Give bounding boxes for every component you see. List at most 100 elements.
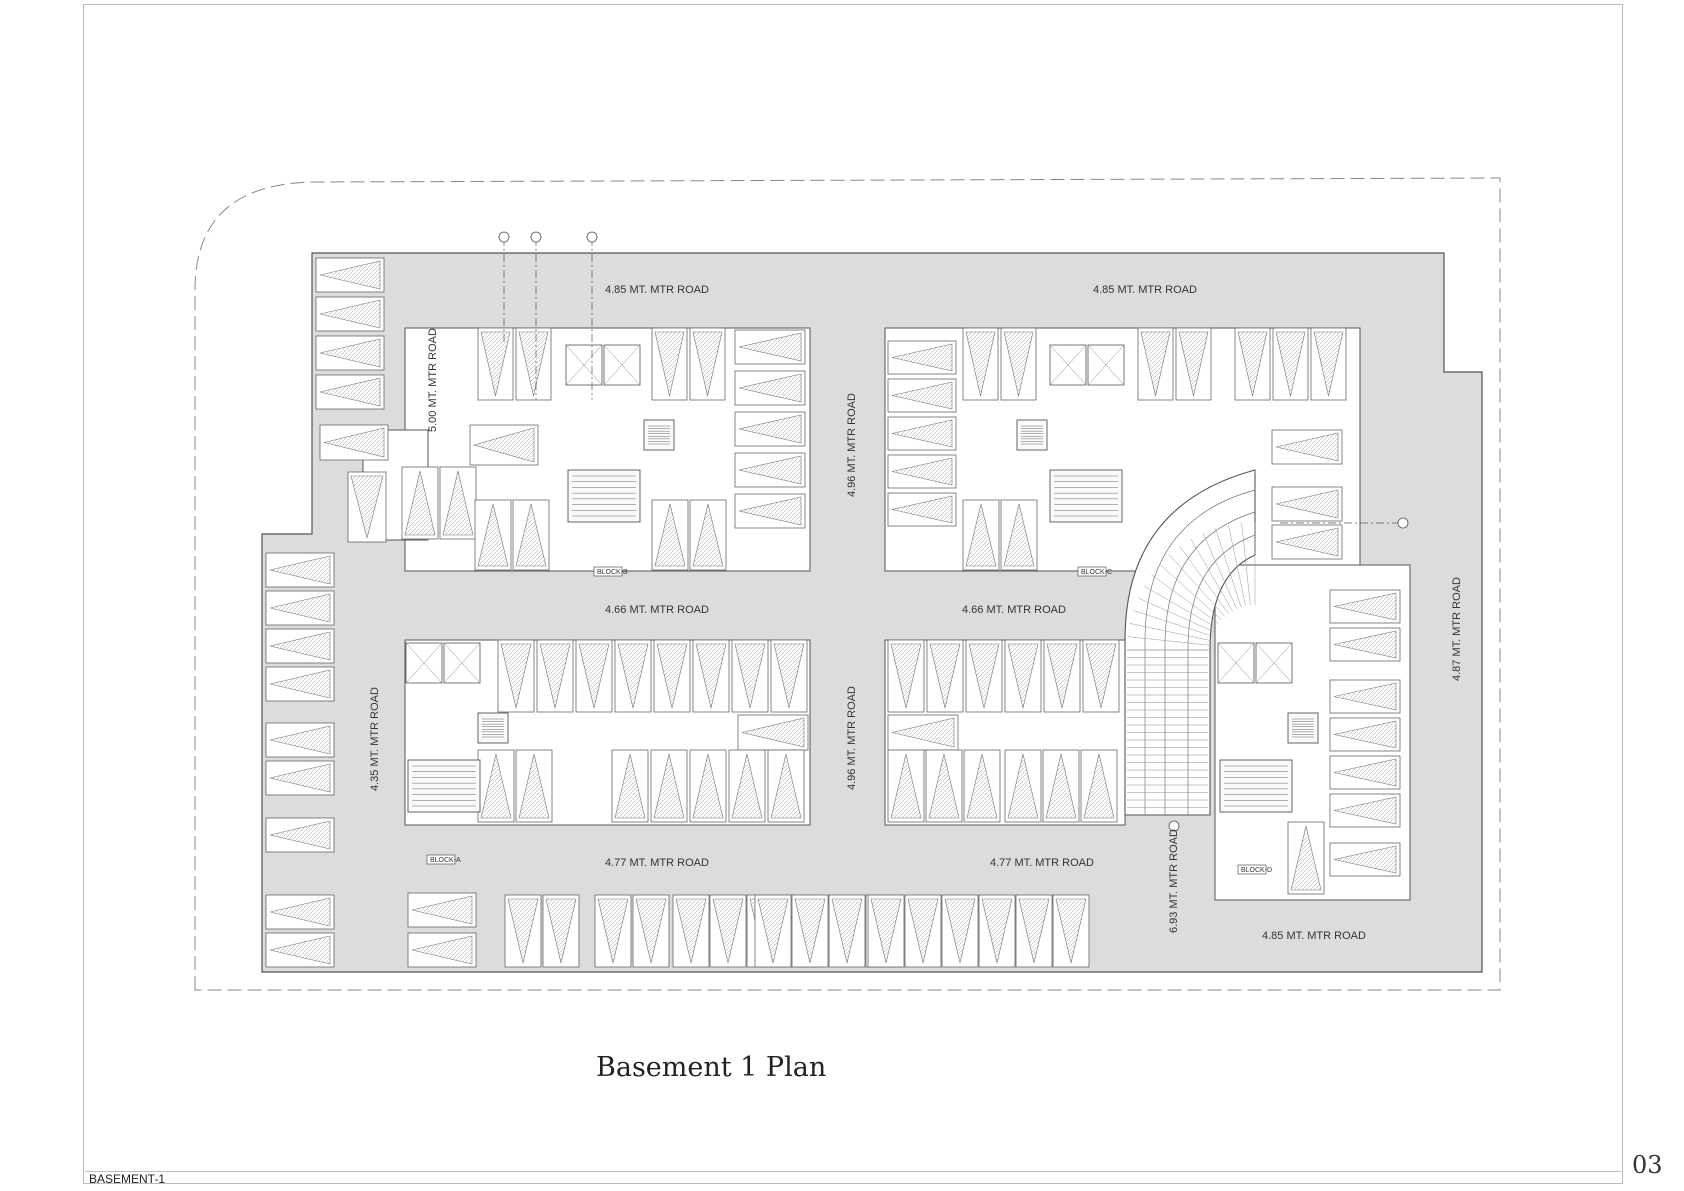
- parking-slot-marker: [635, 898, 667, 964]
- parking-slot-marker: [518, 753, 550, 819]
- road-label-bottom-left: 4.77 MT. MTR ROAD: [605, 857, 709, 869]
- plan-title: Basement 1 Plan: [596, 1052, 827, 1083]
- parking-slot-marker: [500, 643, 532, 709]
- ramp-tick: [1228, 524, 1246, 607]
- parking-slot-marker: [981, 898, 1013, 964]
- parking-slot-marker: [1140, 331, 1171, 397]
- parking-slot-marker: [907, 898, 939, 964]
- block-tag-c: BLOCK-C: [1081, 569, 1112, 576]
- road-label-4-87: 4.87 MT. MTR ROAD: [1451, 577, 1463, 681]
- parking-slot-marker: [269, 555, 331, 585]
- parking-slot-marker: [480, 753, 512, 819]
- block-tag-d-frame: [1237, 864, 1267, 875]
- sheet-label: BASEMENT-1: [89, 1172, 166, 1186]
- parking-slot-marker: [891, 717, 955, 748]
- parking-slot-marker: [890, 753, 922, 819]
- stair-core: [1049, 469, 1123, 523]
- parking-slot-marker: [944, 898, 976, 964]
- road-label-4-85-bottom: 4.85 MT. MTR ROAD: [1262, 930, 1366, 942]
- parking-slot-marker: [539, 643, 571, 709]
- parking-slot-marker: [1333, 682, 1397, 711]
- parking-slot-marker: [411, 895, 473, 925]
- parking-slot-marker: [890, 643, 922, 709]
- parking-slot-marker: [1003, 503, 1035, 567]
- parking-slot-marker: [518, 331, 549, 397]
- parking-slot-marker: [1007, 643, 1039, 709]
- parking-slot-marker: [675, 898, 707, 964]
- parking-slot-marker: [1018, 898, 1050, 964]
- parking-slot-marker: [545, 898, 577, 964]
- parking-slot-marker: [1333, 758, 1397, 787]
- parking-slot-marker: [442, 470, 474, 536]
- parking-slot-marker: [1275, 489, 1339, 519]
- parking-slot-marker: [319, 338, 381, 368]
- parking-slot-marker: [738, 496, 802, 526]
- parking-slot-marker: [770, 753, 802, 819]
- parking-slot-marker: [269, 935, 331, 965]
- parking-slot-marker: [319, 260, 381, 290]
- parking-slot-marker: [692, 753, 724, 819]
- stair-core: [1287, 712, 1319, 744]
- road-label-top-left: 4.85 MT. MTR ROAD: [605, 284, 709, 296]
- parking-slot-marker: [323, 427, 385, 458]
- ramp-tick: [1169, 554, 1226, 617]
- stair-core: [407, 759, 481, 813]
- parking-slot-marker: [1333, 592, 1397, 621]
- parking-slot-marker: [695, 643, 727, 709]
- lift-shaft-cross: [405, 642, 443, 684]
- parking-slot-marker: [515, 503, 547, 567]
- parking-slot-marker: [738, 332, 802, 362]
- grid-marker-5: [1168, 820, 1180, 832]
- parking-slot-marker: [692, 503, 724, 567]
- block-tag-b-frame: [593, 566, 623, 577]
- stair-core: [643, 419, 675, 451]
- lift-shaft-cross: [1049, 344, 1087, 386]
- lift-shaft-cross: [1087, 344, 1125, 386]
- grid-marker-2: [530, 231, 542, 243]
- parking-slot-marker: [269, 725, 331, 755]
- ramp-tick: [1151, 574, 1219, 624]
- road-label-top-right: 4.85 MT. MTR ROAD: [1093, 284, 1197, 296]
- parking-slot-marker: [350, 475, 384, 539]
- parking-slot-marker: [1083, 753, 1115, 819]
- ramp-tick: [1202, 532, 1237, 609]
- parking-slot-marker: [1003, 331, 1034, 397]
- parking-slot-marker: [692, 331, 723, 397]
- lift-shaft-cross: [1255, 642, 1293, 684]
- parking-slot-marker: [734, 643, 766, 709]
- ramp-tick: [1190, 539, 1233, 612]
- parking-slot-marker: [773, 643, 805, 709]
- grid-marker-4: [1397, 517, 1409, 529]
- parking-slot-marker: [1333, 630, 1397, 659]
- parking-slot-marker: [653, 753, 685, 819]
- site-boundary: [194, 177, 1501, 991]
- parking-slot-marker: [1007, 753, 1039, 819]
- parking-slot-marker: [1333, 845, 1397, 874]
- road-label-4-35: 4.35 MT. MTR ROAD: [369, 687, 381, 791]
- parking-slot-marker: [656, 643, 688, 709]
- ramp-tick: [1215, 528, 1242, 608]
- parking-slot-marker: [1045, 753, 1077, 819]
- parking-slot-marker: [1178, 331, 1209, 397]
- parking-slot-marker: [928, 753, 960, 819]
- parking-slot-marker: [1313, 331, 1344, 397]
- parking-slot-marker: [597, 898, 629, 964]
- stair-core: [1219, 759, 1293, 813]
- parking-slot-marker: [741, 717, 805, 748]
- stair-core: [1016, 419, 1048, 451]
- parking-slot-marker: [831, 898, 863, 964]
- ramp-tick: [1137, 597, 1214, 632]
- parking-slot-marker: [269, 631, 331, 661]
- parking-slot-marker: [1290, 825, 1322, 891]
- parking-slot-marker: [968, 643, 1000, 709]
- lift-shaft-cross: [443, 642, 481, 684]
- parking-slot-marker: [1275, 331, 1306, 397]
- parking-slot-marker: [891, 419, 953, 448]
- parking-slot-marker: [654, 503, 686, 567]
- parking-slot-marker: [1046, 643, 1078, 709]
- ramp-tick: [1127, 636, 1211, 646]
- road-label-mid-left: 4.66 MT. MTR ROAD: [605, 604, 709, 616]
- parking-slot-marker: [269, 820, 331, 850]
- parking-slot-marker: [891, 457, 953, 486]
